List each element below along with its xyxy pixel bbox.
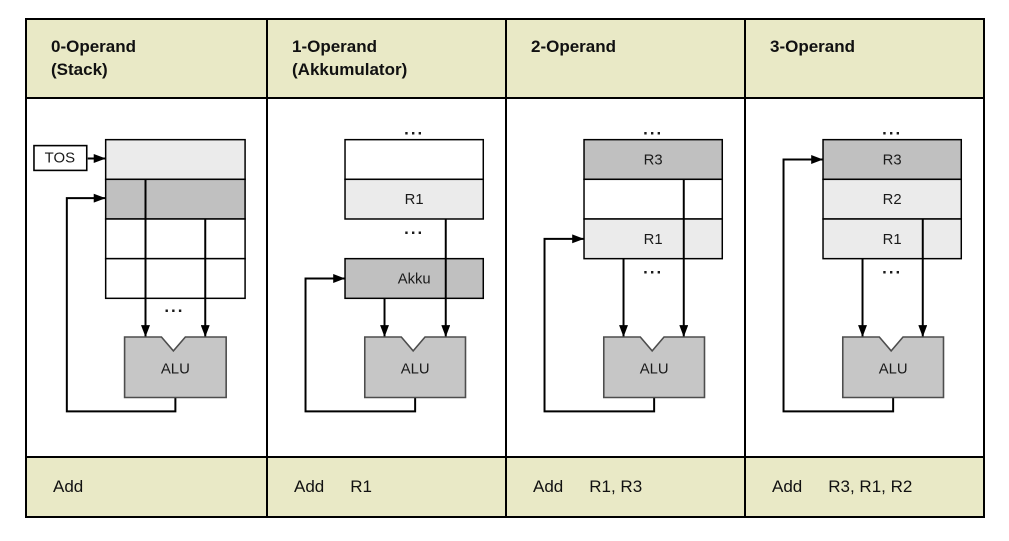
header-cell-2-operand: 2-Operand bbox=[505, 20, 744, 99]
instruction-operands: R1, R3 bbox=[589, 477, 643, 496]
alu-unit: ALU bbox=[123, 336, 227, 399]
two-operand-architecture-diagram: ... R3 R1 ... ALU bbox=[543, 120, 724, 413]
diagram-cell-3-operand: ... R3 R2 R1 ... ALU bbox=[744, 99, 983, 456]
register-cell-r1 bbox=[344, 178, 485, 220]
header-cell-3-operand: 3-Operand bbox=[744, 20, 983, 99]
instruction-operands: R1 bbox=[350, 477, 372, 496]
alu-shape bbox=[602, 336, 706, 399]
alu-label: ALU bbox=[401, 362, 430, 378]
register-file: R1 bbox=[344, 138, 485, 220]
ellipsis-below-registers: ... bbox=[643, 259, 663, 278]
header-title: 0-Operand bbox=[51, 37, 137, 56]
register-cell-r1 bbox=[583, 218, 724, 260]
three-operand-architecture-diagram: ... R3 R2 R1 ... ALU bbox=[782, 120, 963, 413]
instruction-cell-0-operand: Add bbox=[27, 456, 266, 516]
akku-label: Akku bbox=[398, 271, 431, 287]
alu-unit: ALU bbox=[841, 336, 945, 399]
stack-registers bbox=[104, 138, 246, 300]
operand-architecture-table: 0-Operand (Stack) 1-Operand (Akkumulator… bbox=[25, 18, 985, 518]
alu-shape bbox=[363, 336, 467, 399]
alu-label: ALU bbox=[161, 362, 190, 378]
alu-unit: ALU bbox=[363, 336, 467, 399]
header-cell-0-operand: 0-Operand (Stack) bbox=[27, 20, 266, 99]
stack-cell-top bbox=[104, 138, 246, 181]
tos-box bbox=[33, 144, 88, 172]
ellipsis-below-stack: ... bbox=[164, 297, 184, 316]
register-cell-r2 bbox=[822, 178, 963, 220]
register-cell-empty bbox=[583, 178, 724, 220]
instruction-mnemonic: Add bbox=[533, 477, 564, 496]
stack-architecture-diagram: TOS ... ALU bbox=[33, 138, 246, 413]
header-title: 1-Operand bbox=[292, 37, 378, 56]
result-feedback-path bbox=[304, 274, 417, 413]
header-subtitle: (Akkumulator) bbox=[292, 60, 408, 79]
alu-unit: ALU bbox=[602, 336, 706, 399]
accumulator-register: Akku bbox=[344, 257, 485, 300]
instruction-cell-3-operand: Add R3, R1, R2 bbox=[744, 456, 983, 516]
stack-cell-third bbox=[104, 218, 246, 260]
header-title: 2-Operand bbox=[531, 37, 617, 56]
register-file: R3 R1 bbox=[583, 138, 724, 260]
stack-cell-fourth bbox=[104, 257, 246, 300]
register-label-r3: R3 bbox=[883, 152, 902, 168]
register-label-r1: R1 bbox=[883, 232, 902, 248]
instruction-mnemonic: Add bbox=[294, 477, 325, 496]
header-title: 3-Operand bbox=[770, 37, 856, 56]
instruction-cell-2-operand: Add R1, R3 bbox=[505, 456, 744, 516]
result-feedback-path bbox=[65, 193, 177, 413]
diagram-cell-1-operand: ... R1 ... Akku ALU bbox=[266, 99, 505, 456]
result-feedback-path bbox=[543, 234, 656, 413]
akku-box bbox=[344, 257, 485, 300]
instruction-operands: R3, R1, R2 bbox=[828, 477, 913, 496]
register-label-r1: R1 bbox=[405, 192, 424, 208]
ellipsis-above-registers: ... bbox=[882, 120, 902, 139]
register-cell-r3 bbox=[822, 138, 963, 181]
register-label-r2: R2 bbox=[883, 192, 902, 208]
instruction-mnemonic: Add bbox=[772, 477, 803, 496]
alu-label: ALU bbox=[879, 362, 908, 378]
instruction-cell-1-operand: Add R1 bbox=[266, 456, 505, 516]
ellipsis-below-registers: ... bbox=[882, 259, 902, 278]
alu-label: ALU bbox=[640, 362, 669, 378]
register-cell-r3 bbox=[583, 138, 724, 181]
ellipsis-above-registers: ... bbox=[643, 120, 663, 139]
ellipsis-below-registers: ... bbox=[404, 219, 424, 238]
register-label-r1: R1 bbox=[644, 232, 663, 248]
accumulator-architecture-diagram: ... R1 ... Akku ALU bbox=[304, 120, 485, 413]
register-label-r3: R3 bbox=[644, 152, 663, 168]
header-subtitle: (Stack) bbox=[51, 60, 108, 79]
register-file: R3 R2 R1 bbox=[822, 138, 963, 260]
tos-label: TOS bbox=[45, 150, 75, 166]
result-feedback-path bbox=[782, 155, 895, 413]
register-cell-empty bbox=[344, 138, 485, 181]
ellipsis-above-registers: ... bbox=[404, 120, 424, 139]
diagram-cell-0-operand: TOS ... ALU bbox=[27, 99, 266, 456]
tos-pointer: TOS bbox=[33, 144, 106, 172]
register-cell-r1 bbox=[822, 218, 963, 260]
alu-shape bbox=[841, 336, 945, 399]
diagram-cell-2-operand: ... R3 R1 ... ALU bbox=[505, 99, 744, 456]
alu-shape bbox=[123, 336, 227, 399]
instruction-mnemonic: Add bbox=[53, 477, 84, 496]
stack-cell-second bbox=[104, 178, 246, 220]
header-cell-1-operand: 1-Operand (Akkumulator) bbox=[266, 20, 505, 99]
